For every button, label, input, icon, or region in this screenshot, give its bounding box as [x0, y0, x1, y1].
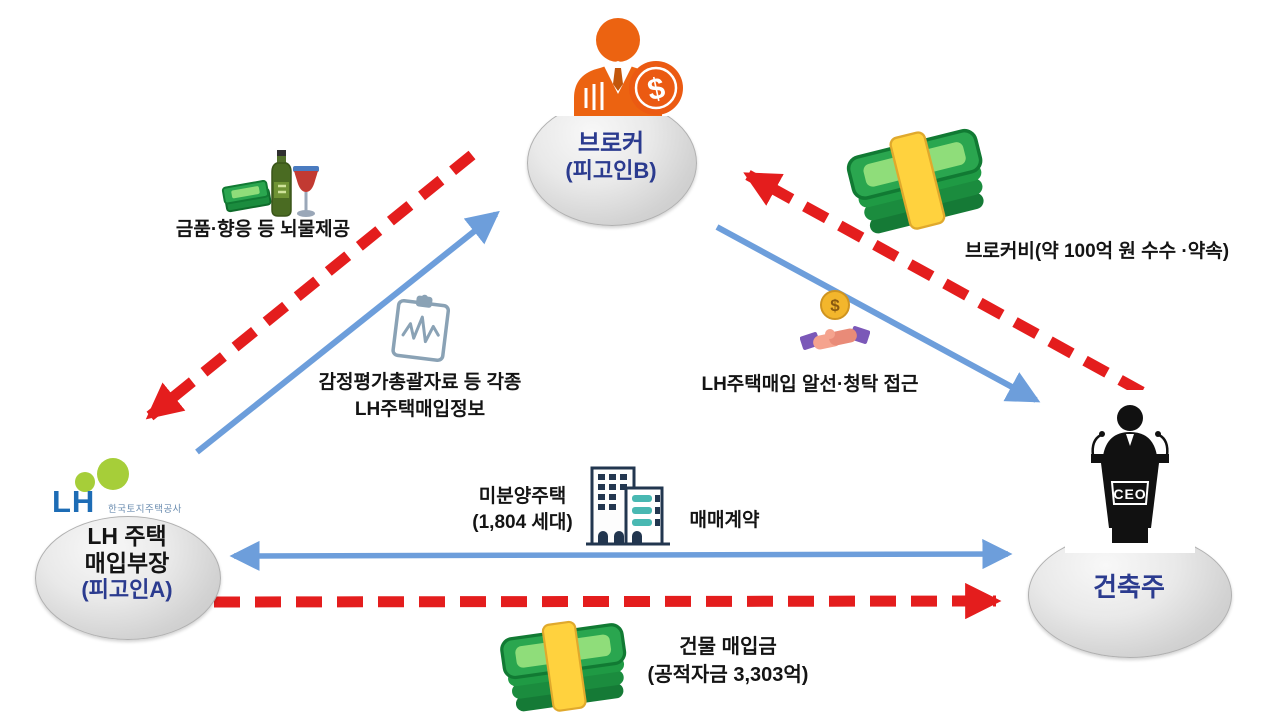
ceo-podium-icon: CEO: [1091, 405, 1169, 543]
purchase-cash-stack-icon: [500, 620, 627, 712]
contract-right-label: 매매계약: [689, 510, 760, 531]
arrow-info-lh-to-broker: [195, 210, 500, 455]
builder-icon-box: CEO: [1065, 390, 1195, 553]
wine-glass-icon: [293, 166, 319, 217]
contract-left1: 미분양주택: [478, 486, 567, 507]
arrow-solicit-broker-to-builder: [715, 224, 1041, 403]
lh-logo-text: LH: [52, 484, 96, 519]
purchase-line1: 건물 매입금: [679, 636, 777, 658]
lh-node-label: LH 주택 매입부장 (피고인A): [35, 523, 219, 603]
info-line1: 감정평가총괄자료 등 각종: [318, 372, 522, 393]
broker-defendant: (피고인B): [565, 158, 657, 184]
builder-node-ellipse: [1028, 532, 1232, 658]
arrow-purchase-lh-to-builder: [213, 582, 1002, 620]
arrow-contract-both-ways: [229, 538, 1013, 572]
arrow-brokerfee-builder-to-broker: [743, 170, 1145, 397]
handshake-coin-icon: $: [800, 290, 870, 350]
wine-bottle-icon: [271, 150, 292, 217]
broker-fee-cash-stack-icon: [846, 128, 984, 234]
broker-icon-box: $: [548, 0, 694, 116]
businessman-dollar-icon: $: [574, 12, 683, 116]
lh-logo-circles-icon: [75, 458, 129, 492]
broker-node-label: 브로커 (피고인B): [527, 130, 695, 184]
handshake-coin-dollar-glyph: $: [830, 296, 840, 315]
solicit-edge-label: LH주택매입 알선·청탁 접근: [701, 374, 919, 395]
apartment-building-icon: [586, 466, 670, 546]
broker-name: 브로커: [577, 130, 645, 157]
podium-ceo-text: CEO: [1113, 486, 1146, 502]
cash-bills-icon: [221, 179, 272, 213]
lh-line2: 매입부장: [84, 550, 170, 577]
purchase-line2: (공적자금 3,303억): [647, 664, 809, 687]
broker-fee-edge-label: 브로커비(약 100억 원 수수 ·약속): [964, 241, 1230, 262]
lh-defendant: (피고인A): [81, 577, 173, 603]
bribe-edge-label: 금품·향응 등 뇌물제공: [175, 219, 351, 240]
broker-node-ellipse: [527, 100, 697, 226]
info-edge-label: 감정평가총괄자료 등 각종 LH주택매입정보: [280, 370, 560, 424]
arrow-bribe-broker-to-lh: [145, 150, 476, 421]
builder-node-label: 건축주: [1028, 572, 1230, 603]
contract-left2: (1,804 세대): [472, 512, 573, 534]
lh-node-ellipse: [35, 516, 221, 640]
info-line2: LH주택매입정보: [354, 398, 486, 420]
builder-name: 건축주: [1093, 572, 1165, 602]
lh-org-name: 한국토지주택공사: [108, 504, 182, 515]
purchase-edge-label: 건물 매입금 (공적자금 3,303억): [592, 633, 864, 690]
coin-dollar-glyph: $: [645, 72, 668, 108]
contract-left-label: 미분양주택 (1,804 세대): [455, 484, 590, 536]
clipboard-chart-icon: [391, 294, 451, 363]
lh-line1: LH 주택: [87, 523, 167, 549]
